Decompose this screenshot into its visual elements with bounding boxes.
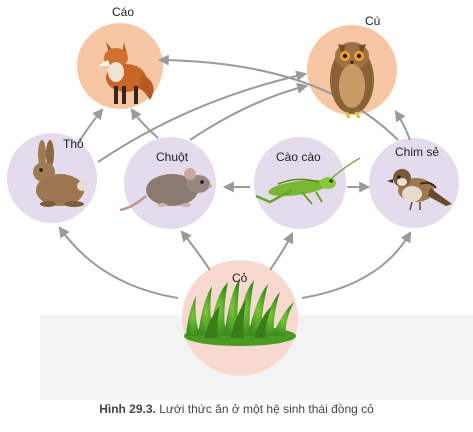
label-grasshopper: Cào cào [276,150,321,164]
sparrow-image [387,169,452,211]
grass-image [184,278,296,346]
label-sparrow: Chim sẻ [395,145,440,159]
arrow-sparrow-to-fox [157,54,399,141]
arrow-mouse-to-owl [189,82,309,141]
arrow-grass-to-sparrow [301,231,412,299]
figure-number: Hình 29.3. [99,402,156,416]
owl-image [330,42,374,119]
arrow-mouse-to-fox [130,108,159,139]
rabbit-image [33,140,87,207]
arrow-sparrow-to-owl [394,110,411,141]
label-fox: Cáo [112,5,135,19]
arrow-rabbit-to-fox [77,108,104,144]
figure-caption-text: Lưới thức ăn ở một hệ sinh thái đồng cỏ [159,402,374,416]
fox-image [98,42,154,104]
arrow-grass-to-grasshopper [269,232,293,271]
arrow-grass-to-rabbit [58,226,179,299]
label-mouse: Chuột [156,150,189,164]
arrow-rabbit-to-owl [97,70,308,163]
grasshopper-image [255,157,361,205]
label-owl: Cú [365,14,381,28]
label-grass: Cỏ [232,271,248,285]
arrow-grass-to-mouse [180,230,211,271]
label-rabbit: Thỏ [63,137,84,151]
mouse-image [119,168,212,212]
arrows [58,54,412,299]
figure-caption: Hình 29.3. Lưới thức ăn ở một hệ sinh th… [0,402,473,416]
